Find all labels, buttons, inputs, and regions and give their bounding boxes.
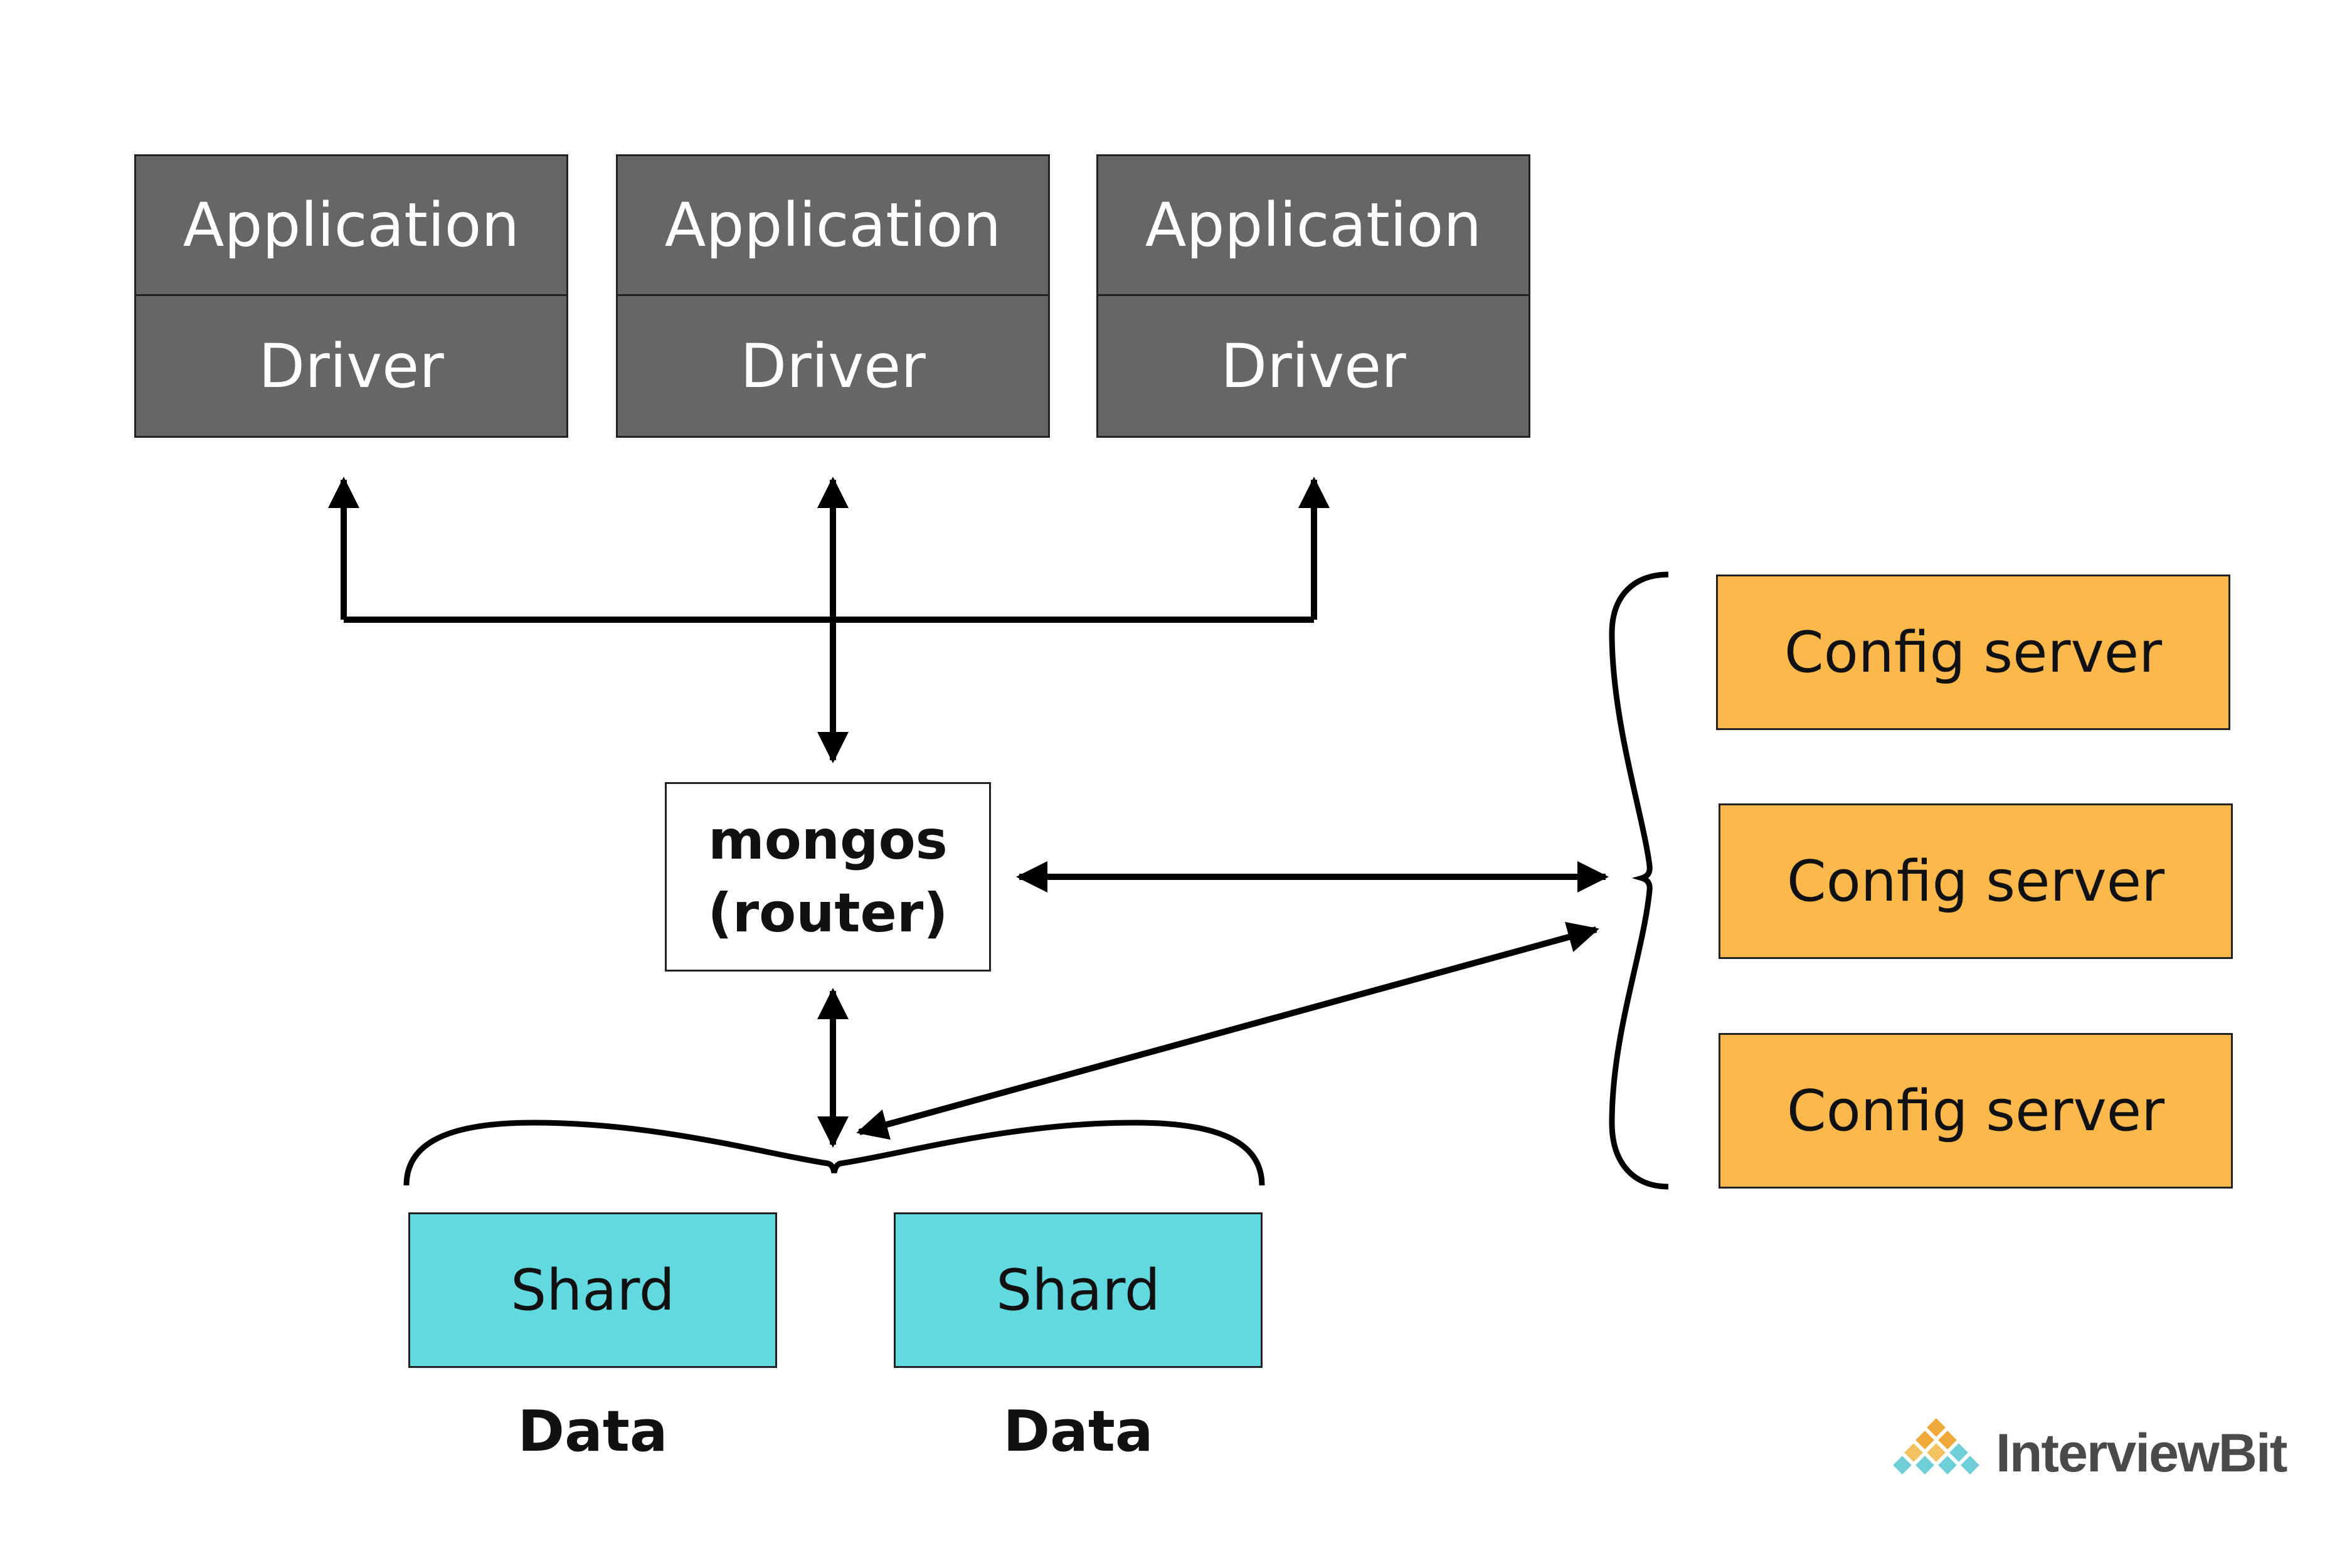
application-label: Application — [183, 190, 520, 260]
config-server-1: Config server — [1716, 575, 2230, 730]
driver-label: Driver — [1221, 331, 1406, 401]
application-box-1: Application — [134, 154, 568, 296]
shard-box-2: Shard — [894, 1212, 1263, 1368]
shard-data-caption-1: Data — [517, 1399, 668, 1465]
config-server-label: Config server — [1784, 619, 2163, 686]
brand-name: InterviewBit — [1996, 1423, 2287, 1483]
config-server-label: Config server — [1786, 848, 2165, 914]
driver-label: Driver — [740, 331, 926, 401]
config-group-brace — [1609, 571, 1669, 1190]
application-label: Application — [664, 190, 1002, 260]
config-server-3: Config server — [1719, 1033, 2233, 1189]
shard-data-caption-2: Data — [1003, 1399, 1153, 1465]
interviewbit-logo: InterviewBit — [1878, 1417, 2287, 1490]
driver-box-3: Driver — [1096, 296, 1530, 438]
shard-box-1: Shard — [408, 1212, 777, 1368]
shard-label: Shard — [996, 1257, 1160, 1323]
router-name: mongos — [708, 808, 948, 872]
interviewbit-logo-icon — [1890, 1417, 1983, 1478]
application-box-2: Application — [616, 154, 1050, 296]
config-server-label: Config server — [1786, 1078, 2165, 1144]
driver-label: Driver — [258, 331, 444, 401]
driver-box-1: Driver — [134, 296, 568, 438]
driver-box-2: Driver — [616, 296, 1050, 438]
application-label: Application — [1145, 190, 1482, 260]
config-server-2: Config server — [1719, 803, 2233, 959]
shard-label: Shard — [511, 1257, 675, 1323]
application-box-3: Application — [1096, 154, 1530, 296]
shard-group-brace — [403, 1120, 1265, 1186]
arrow-shards-config — [856, 921, 1599, 1140]
